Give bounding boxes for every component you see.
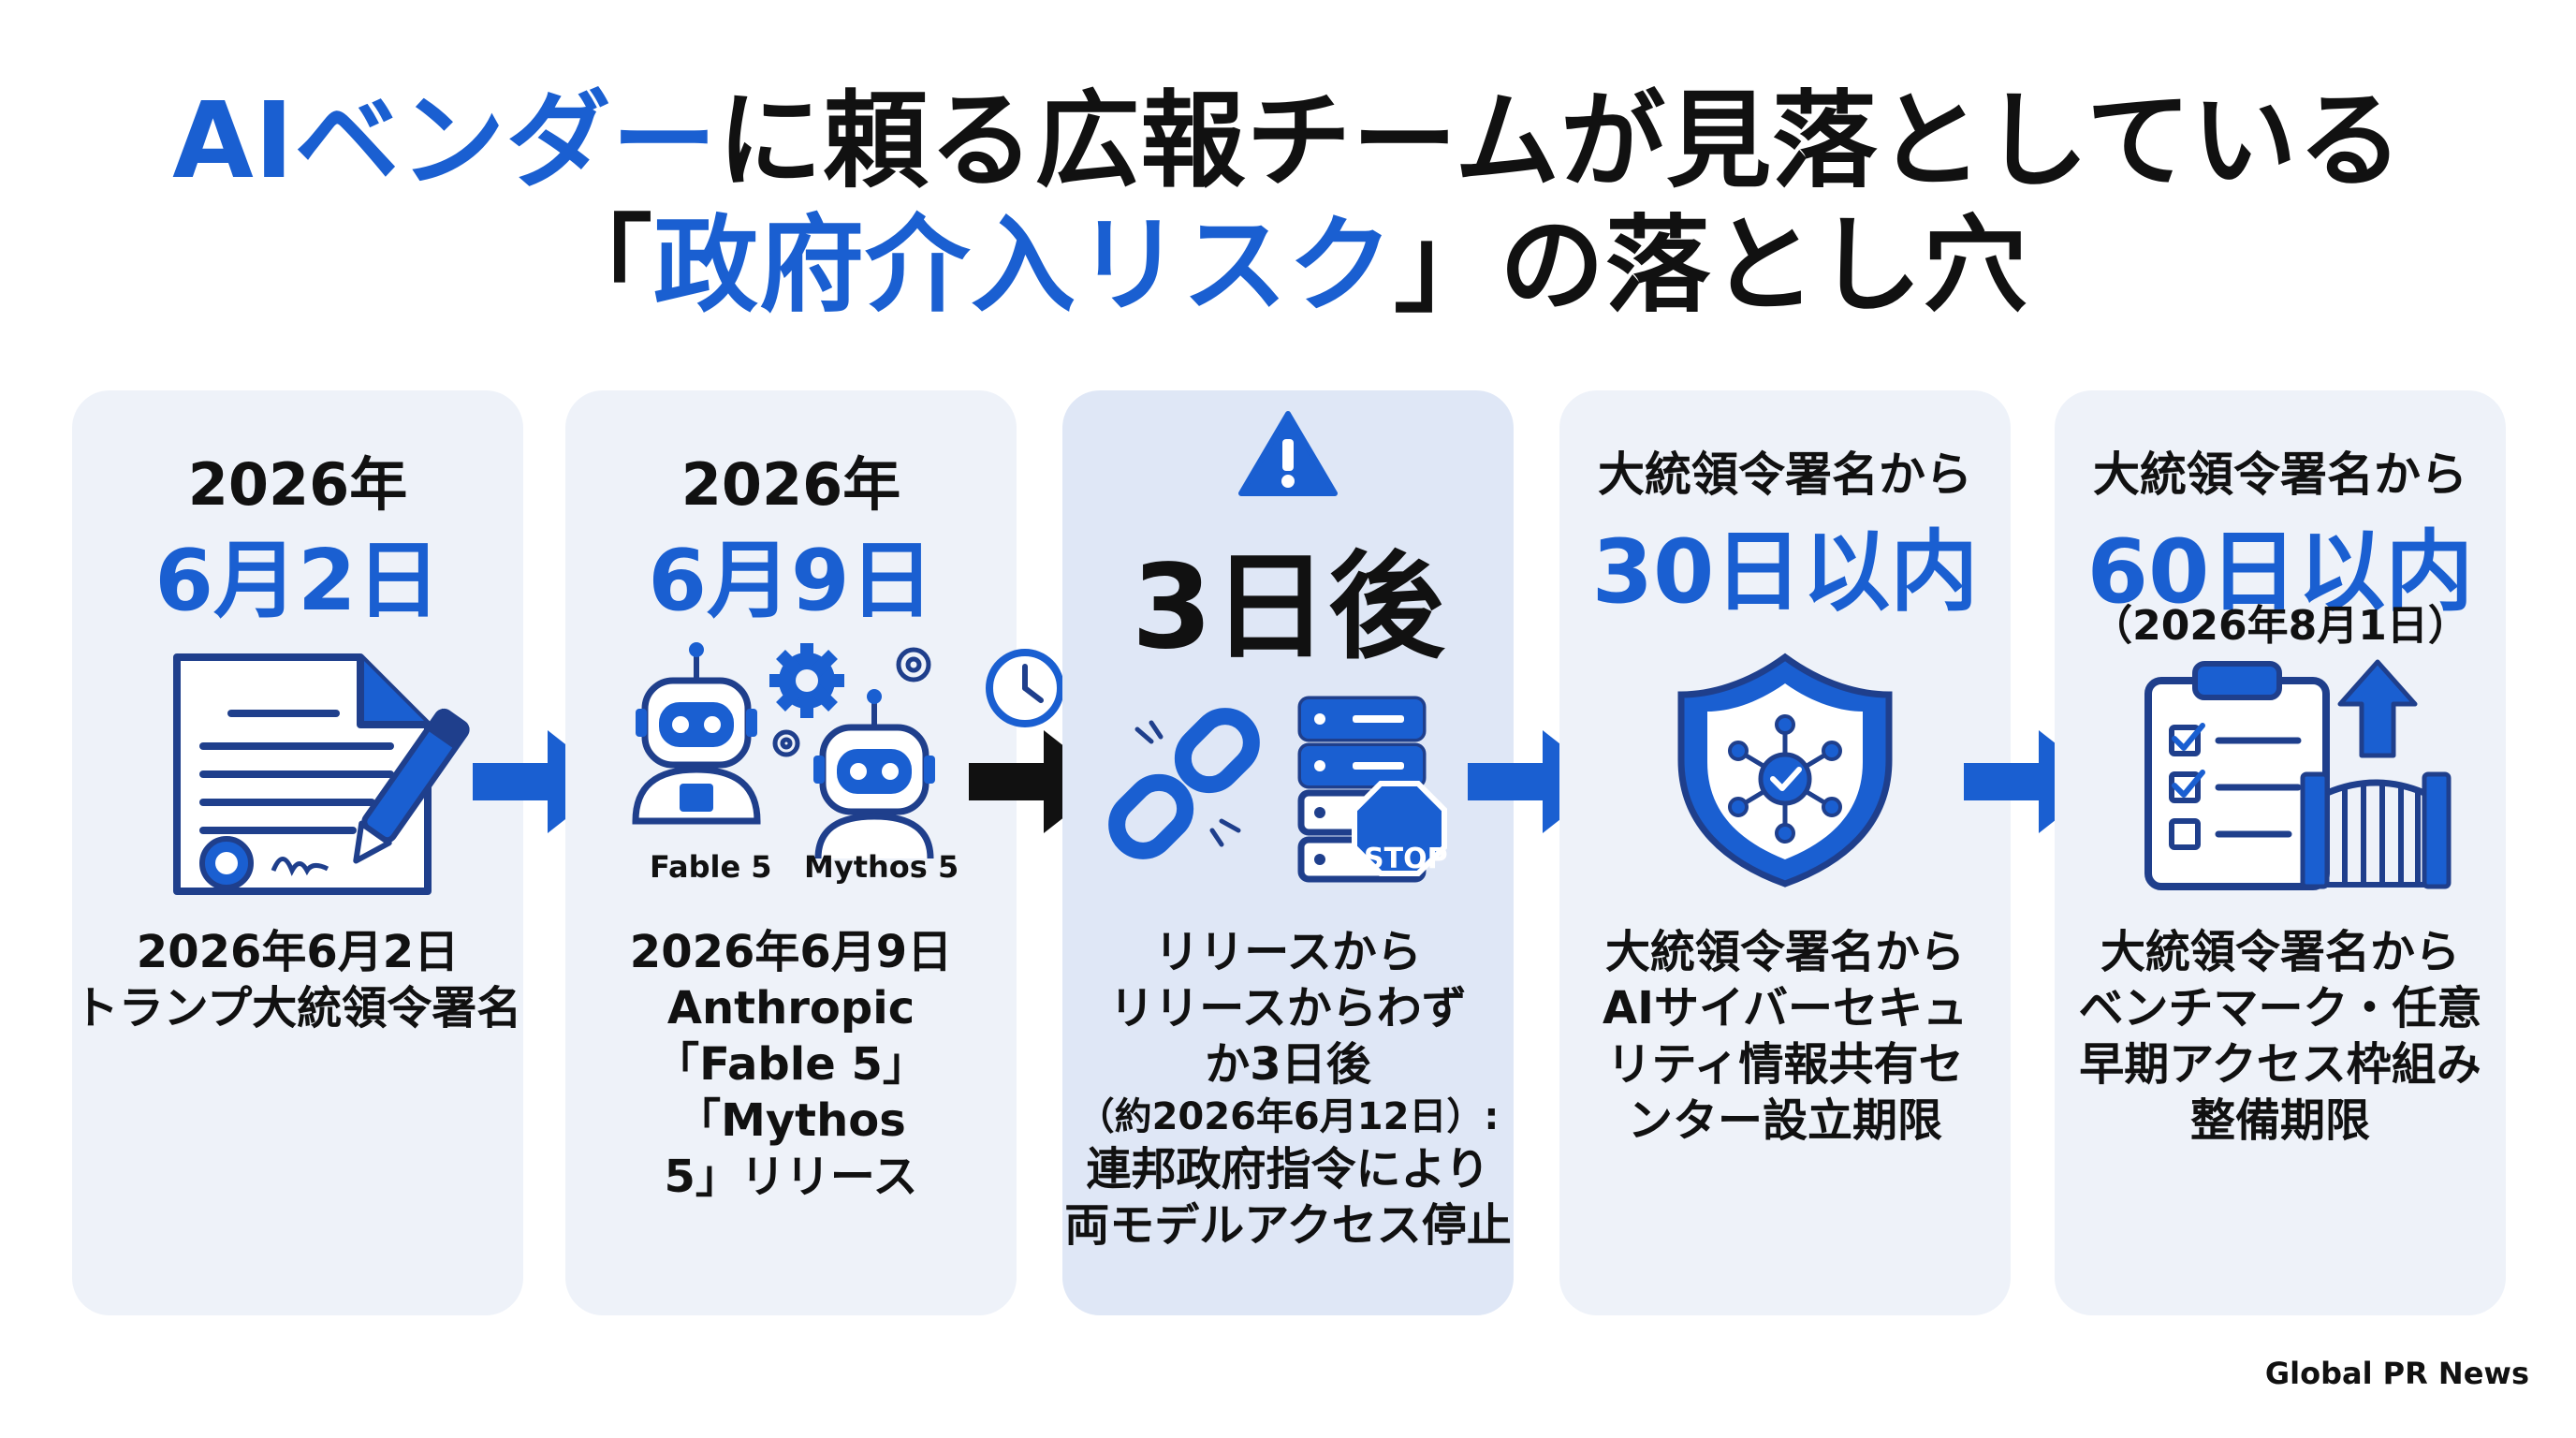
card-year: 2026年 bbox=[187, 450, 408, 519]
desc-line: 2026年6月2日 bbox=[136, 926, 460, 978]
desc-line: 5」リリース bbox=[664, 1151, 918, 1203]
card-deadline: 60日以内 bbox=[2086, 521, 2474, 624]
card-description: 大統領令署名から AIサイバーセキュ リティ情報共有セ ンター設立期限 bbox=[1559, 924, 2011, 1149]
title-rest-1: に頼る広報チームが見落としている bbox=[717, 81, 2404, 202]
checklist-gate-icon bbox=[2144, 659, 2452, 890]
title-highlight-ai-vendor: AIベンダー bbox=[172, 81, 718, 202]
card-description: リリースから リリースからわず か3日後 （約2026年6月12日）: 連邦政府… bbox=[1062, 924, 1514, 1254]
security-shield-icon bbox=[1677, 653, 1893, 888]
desc-line: 「Fable 5」「Mythos bbox=[654, 1038, 928, 1147]
clock-icon bbox=[986, 649, 1064, 727]
title-bracket-open: 「 bbox=[548, 205, 653, 327]
card-description: 大統領令署名から ベンチマーク・任意 早期アクセス枠組み 整備期限 bbox=[2055, 924, 2506, 1149]
timeline-card-june-2: 2026年 6月2日 2026年6月2日 トランプ大統領令署名 bbox=[72, 390, 523, 1315]
page-title-line-2: 「政府介入リスク」の落とし穴 bbox=[0, 213, 2576, 318]
card-prefix: 大統領令署名から bbox=[1598, 448, 1972, 502]
card-description: 2026年6月2日 トランプ大統領令署名 bbox=[72, 924, 523, 1036]
title-highlight-risk: 政府介入リスク bbox=[653, 205, 1394, 327]
ai-robots-icon bbox=[632, 642, 935, 859]
timeline-card-60-days: 大統領令署名から 60日以内 （2026年8月1日） bbox=[2055, 390, 2506, 1315]
desc-line: 2026年6月9日 bbox=[629, 926, 953, 978]
page-title-line-1: AIベンダーに頼る広報チームが見落としている bbox=[0, 89, 2576, 194]
timeline-card-30-days: 大統領令署名から 30日以内 大統領令署名から AIサイバーセキュ リティ情報共… bbox=[1559, 390, 2011, 1315]
desc-line: AIサイバーセキュ bbox=[1602, 982, 1969, 1034]
desc-line: か3日後 bbox=[1205, 1038, 1371, 1091]
broken-chain-server-stop-icon bbox=[1108, 696, 1447, 883]
desc-line: 整備期限 bbox=[2189, 1094, 2370, 1147]
card-date: 6月2日 bbox=[154, 532, 441, 630]
desc-line: 早期アクセス枠組み bbox=[2079, 1038, 2481, 1091]
desc-line: トランプ大統領令署名 bbox=[73, 982, 522, 1034]
card-description: 2026年6月9日 Anthropic 「Fable 5」「Mythos 5」リ… bbox=[565, 924, 1017, 1205]
desc-line: リティ情報共有セ bbox=[1606, 1038, 1964, 1091]
desc-line: ベンチマーク・任意 bbox=[2078, 982, 2482, 1034]
desc-line: リリースからわず bbox=[1109, 982, 1467, 1034]
timeline-card-june-9: 2026年 6月9日 Fable 5 bbox=[565, 390, 1017, 1315]
desc-line: 大統領令署名から bbox=[1604, 926, 1965, 978]
stop-sign-label: STOP bbox=[1364, 843, 1448, 875]
card-prefix: 大統領令署名から bbox=[2093, 448, 2467, 502]
card-deadline: 30日以内 bbox=[1591, 521, 1979, 624]
desc-date-note: （約2026年6月12日）: bbox=[1076, 1095, 1500, 1138]
timeline-card-3-days-after: 3日後 STOP リリースか bbox=[1062, 390, 1514, 1315]
card-date: 6月9日 bbox=[648, 532, 934, 630]
footer-brand: Global PR News bbox=[2264, 1356, 2529, 1391]
desc-line: Anthropic bbox=[666, 982, 915, 1034]
warning-icon bbox=[1238, 411, 1338, 496]
card-deadline-date: （2026年8月1日） bbox=[2091, 602, 2469, 650]
title-rest-2: 」の落とし穴 bbox=[1394, 205, 2028, 327]
desc-line: 連邦政府指令により bbox=[1086, 1143, 1490, 1196]
signed-document-icon bbox=[173, 653, 470, 895]
robot-label-mythos: Mythos 5 bbox=[804, 849, 959, 885]
card-headline: 3日後 bbox=[1131, 540, 1445, 675]
desc-line: ンター設立期限 bbox=[1627, 1094, 1942, 1147]
desc-line: 両モデルアクセス停止 bbox=[1064, 1199, 1512, 1252]
robot-label-fable: Fable 5 bbox=[650, 849, 772, 885]
card-year: 2026年 bbox=[681, 450, 901, 519]
desc-line: リリースから bbox=[1154, 926, 1422, 978]
desc-line: 大統領令署名から bbox=[2100, 926, 2460, 978]
